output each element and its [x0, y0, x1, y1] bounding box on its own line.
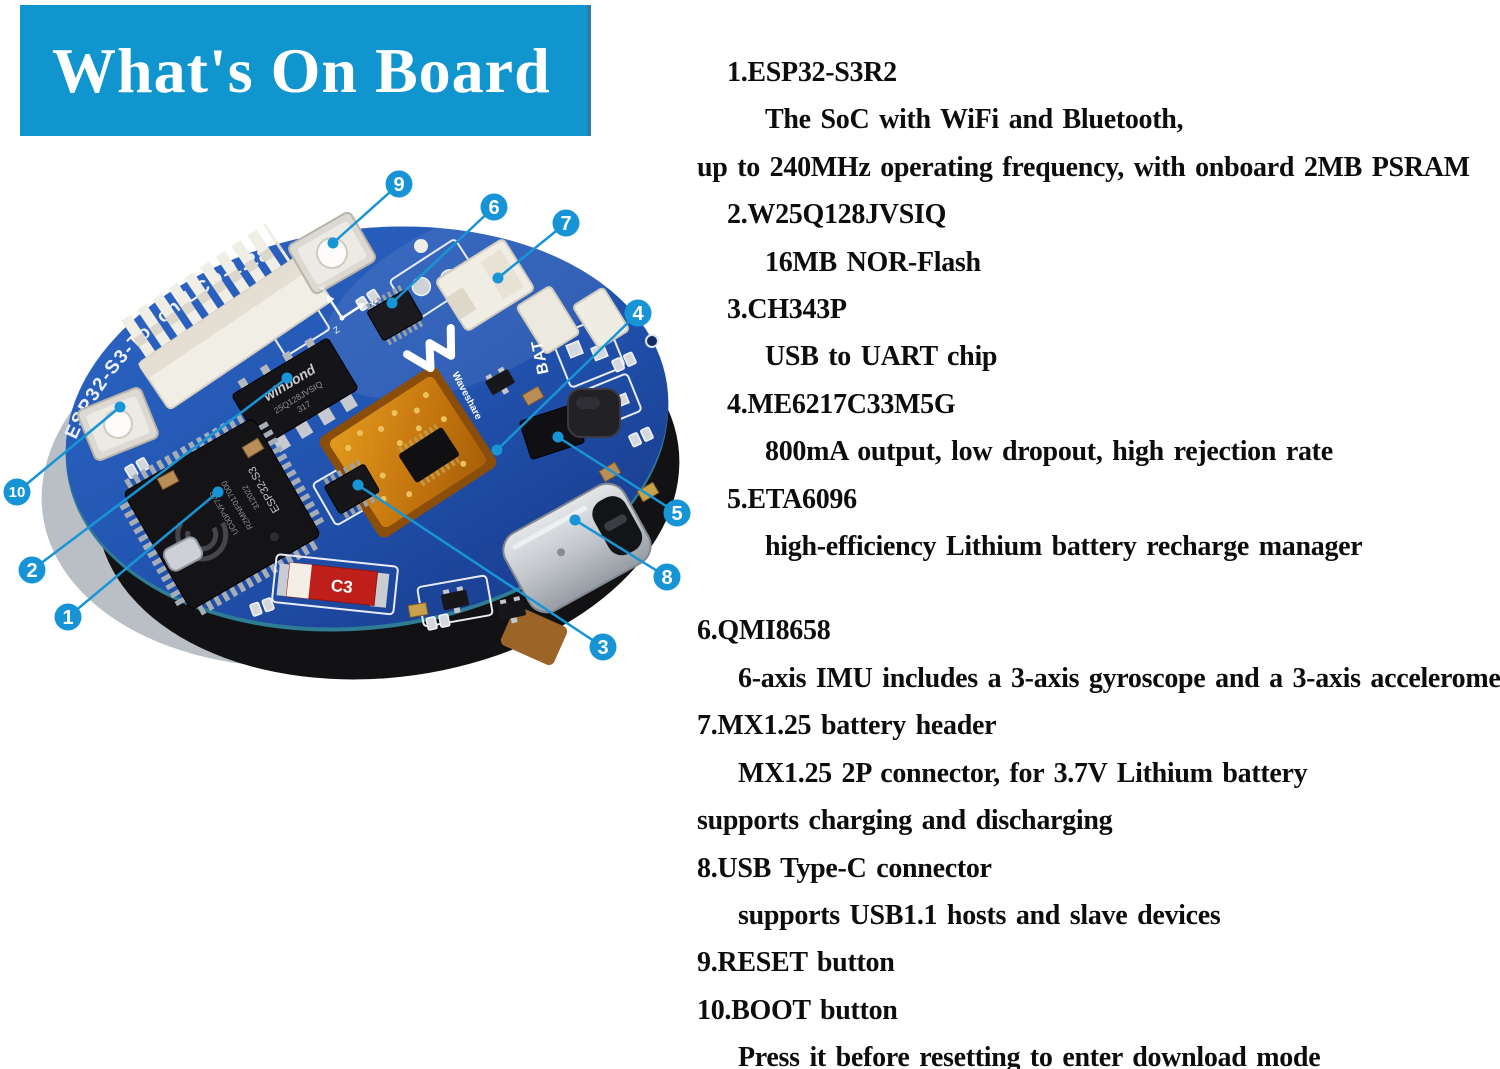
boot-button-component [77, 387, 159, 461]
callout-number-7: 7 [560, 213, 571, 235]
leader-dot-4 [491, 444, 503, 456]
leader-line-4 [495, 311, 640, 452]
soc-chip: ESP32-S3 312022 RZMNF017000 UC00PVF748 [119, 412, 325, 616]
crystal-oscillator [162, 536, 204, 572]
usb-uart-chip [323, 459, 381, 519]
spec-line-11: high-efficiency Lithium battery recharge… [765, 531, 1363, 563]
spec-line-21: Press it before resetting to enter downl… [738, 1042, 1321, 1069]
leader-line-8 [573, 518, 669, 579]
spec-line-18: supports USB1.1 hosts and slave devices [738, 899, 1221, 931]
axis-x-label: X [367, 298, 377, 310]
bat-pads [551, 316, 625, 388]
board-photo: ESP32-S3-Touch-LCD-1.28 [3, 170, 691, 680]
leader-dot-5 [552, 431, 564, 443]
spec-line-1: 1.ESP32-S3R2 [727, 57, 897, 88]
leader-line-2 [30, 376, 289, 572]
leader-line-6 [390, 205, 496, 305]
callout-number-8: 8 [661, 567, 672, 589]
inductor [567, 388, 621, 438]
waveshare-logo [403, 323, 456, 373]
spec-line-19: 9.RESET button [697, 947, 895, 979]
callout-number-4: 4 [632, 303, 644, 325]
leader-dot-6 [386, 297, 398, 309]
spec-line-6: 3.CH343P [727, 294, 847, 326]
callout-badge-3 [589, 633, 617, 661]
leader-line-3 [356, 483, 605, 649]
fiducial-dot [414, 239, 428, 253]
spec-line-15: MX1.25 2P connector, for 3.7V Lithium ba… [738, 757, 1308, 789]
callout-number-9: 9 [393, 174, 404, 196]
leader-dot-1 [212, 486, 224, 498]
spec-line-8: 4.ME6217C33M5G [727, 388, 956, 420]
callout-number-1: 1 [62, 607, 73, 629]
callout-number-5: 5 [671, 503, 682, 525]
spec-line-13: 6-axis IMU includes a 3-axis gyroscope a… [738, 662, 1500, 694]
passive-components [156, 385, 660, 619]
c3-capacitor: C3 [271, 553, 399, 616]
axis-indicator: Y X Z [318, 283, 378, 336]
spec-line-14: 7.MX1.25 battery header [697, 710, 997, 742]
spec-list: 1.ESP32-S3R2 The SoC with WiFi and Bluet… [0, 49, 1500, 1069]
spec-line-5: 16MB NOR-Flash [765, 246, 981, 278]
c3-marking: C3 [330, 576, 354, 597]
callout-badge-9 [385, 170, 413, 198]
callout-badge-10 [3, 478, 31, 506]
callout-badge-2 [18, 556, 46, 584]
spec-line-3: up to 240MHz operating frequency, with o… [697, 151, 1470, 183]
leader-dot-9 [327, 237, 339, 249]
flash-chip: winbond 25Q128JVSIQ 317 [232, 333, 361, 453]
usb-c-connector-component [502, 482, 652, 614]
leader-line-1 [66, 490, 220, 619]
leader-line-5 [556, 435, 679, 515]
leader-line-10 [15, 405, 122, 494]
callout-badge-5 [663, 499, 691, 527]
spec-line-16: supports charging and discharging [697, 805, 1113, 837]
spec-line-4: 2.W25Q128JVSIQ [727, 199, 947, 231]
bat-silkscreen-label: BAT [529, 338, 553, 375]
callout-number-6: 6 [488, 197, 499, 219]
callout-badge-1 [54, 603, 82, 631]
spec-line-2: The SoC with WiFi and Bluetooth, [765, 104, 1184, 136]
leader-line-9 [331, 182, 401, 245]
callout-leader-lines [15, 182, 679, 649]
callout-badge-4 [624, 299, 652, 327]
spec-line-9: 800mA output, low dropout, high rejectio… [765, 436, 1333, 468]
callout-number-3: 3 [597, 637, 608, 659]
callout-badge-6 [480, 193, 508, 221]
leader-dot-10 [114, 401, 126, 413]
mounting-hole [645, 334, 659, 348]
touch-controller-chip [398, 423, 461, 487]
page-title: What's On Board [52, 34, 551, 106]
callout-badge-7 [552, 209, 580, 237]
axis-y-label: Y [318, 283, 328, 295]
callout-badge-8 [653, 563, 681, 591]
title-banner: What's On Board [20, 5, 591, 136]
flex-test-dots [345, 392, 467, 502]
spec-line-7: USB to UART chip [765, 341, 998, 373]
spec-line-10: 5.ETA6096 [727, 483, 857, 515]
spec-line-12: 6.QMI8658 [697, 615, 831, 647]
leader-dot-3 [352, 479, 364, 491]
reset-button-component [288, 211, 376, 295]
leader-dot-7 [492, 272, 504, 284]
spec-line-20: 10.BOOT button [697, 994, 898, 1026]
leader-line-7 [496, 221, 568, 280]
callout-number-2: 2 [26, 560, 37, 582]
axis-z-label: Z [331, 324, 341, 336]
callout-badges: 1 2 3 4 5 6 7 8 9 10 [3, 170, 691, 661]
leader-dot-2 [281, 372, 293, 384]
leader-dot-8 [569, 514, 581, 526]
spec-line-17: 8.USB Type-C connector [697, 852, 992, 884]
callout-number-10: 10 [9, 484, 26, 501]
imu-chip [365, 284, 425, 346]
